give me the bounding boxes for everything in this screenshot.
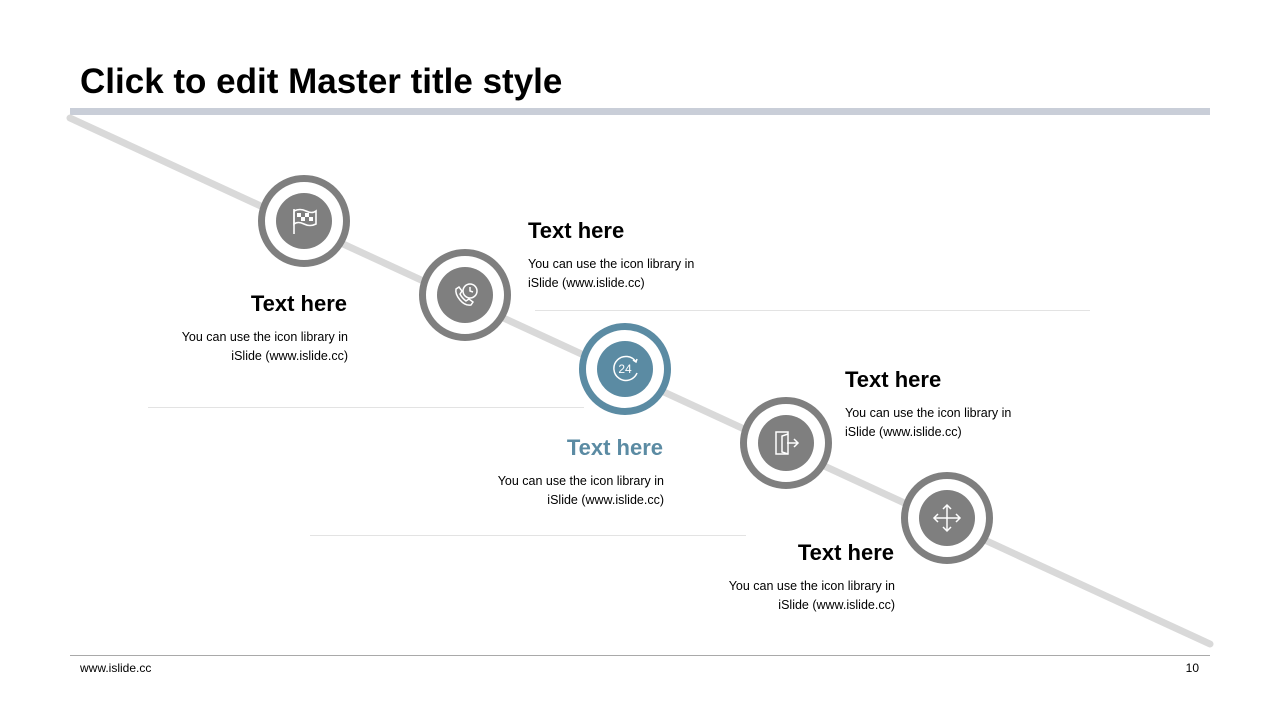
step-5-node[interactable]	[901, 472, 993, 564]
separator-line	[310, 535, 746, 536]
step-4-description[interactable]: You can use the icon library in iSlide (…	[845, 406, 1012, 439]
step-5-heading[interactable]: Text here	[797, 540, 894, 565]
svg-text:24: 24	[618, 362, 632, 376]
title-underline	[70, 108, 1210, 115]
step-4-node[interactable]	[740, 397, 832, 489]
footer-divider	[70, 655, 1210, 656]
step-3-heading[interactable]: Text here	[566, 435, 663, 460]
24-hours-icon: 24	[613, 355, 638, 382]
step-2-description[interactable]: You can use the icon library in iSlide (…	[528, 257, 695, 290]
move-arrows-icon	[932, 503, 962, 533]
step-1-heading[interactable]: Text here	[250, 291, 347, 316]
step-5-description[interactable]: You can use the icon library in iSlide (…	[728, 579, 895, 612]
step-1-node[interactable]	[258, 175, 350, 267]
step-2-heading[interactable]: Text here	[528, 218, 625, 243]
step-4-heading[interactable]: Text here	[845, 367, 942, 392]
slide-title[interactable]: Click to edit Master title style	[80, 62, 563, 101]
page-number: 10	[1185, 661, 1199, 675]
exit-door-icon	[775, 431, 800, 455]
phone-clock-icon	[455, 283, 478, 306]
separator-line	[535, 310, 1090, 311]
separator-line	[148, 407, 584, 408]
step-3-description[interactable]: You can use the icon library in iSlide (…	[497, 474, 664, 507]
checkered-flag-icon	[293, 208, 317, 234]
step-3-node[interactable]: 24	[579, 323, 671, 415]
footer-url: www.islide.cc	[80, 661, 152, 675]
step-2-node[interactable]	[419, 249, 511, 341]
step-1-description[interactable]: You can use the icon library in iSlide (…	[181, 330, 348, 363]
